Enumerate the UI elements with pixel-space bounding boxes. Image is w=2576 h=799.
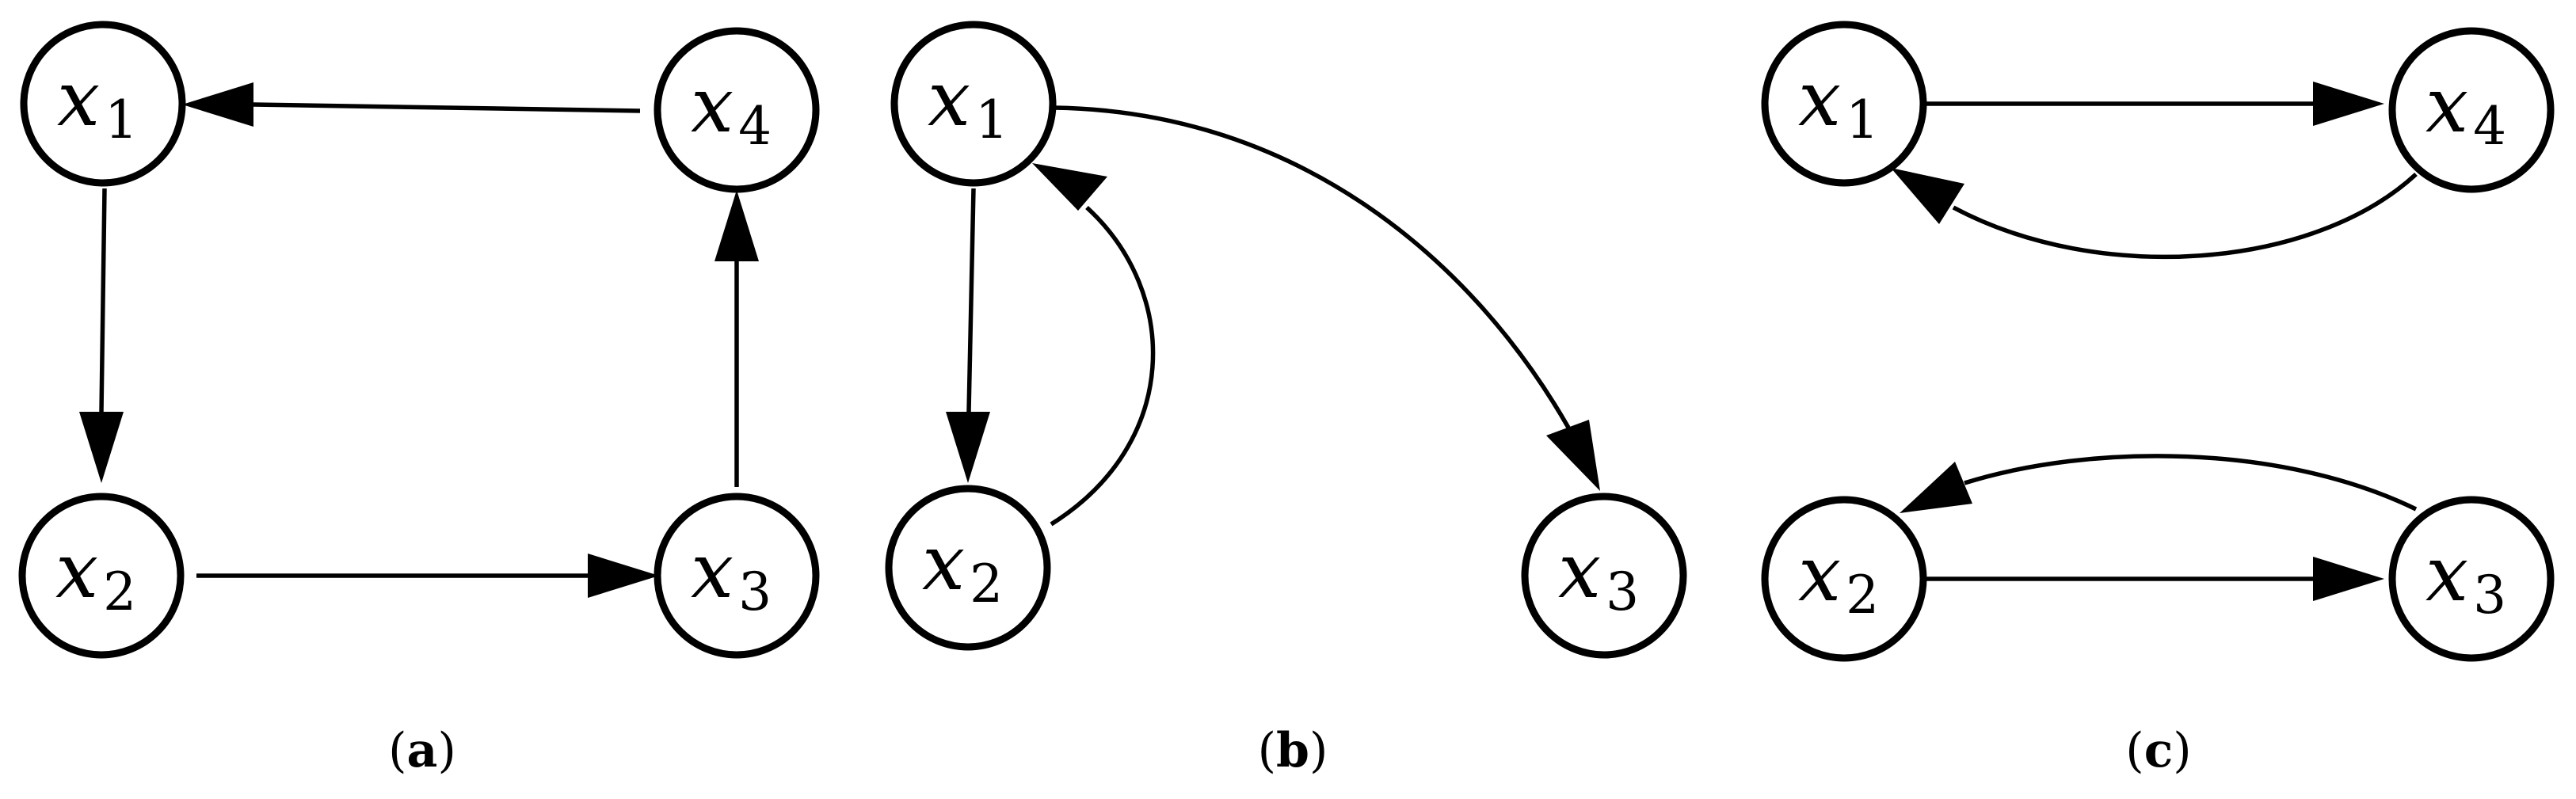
node-b-x2: x2 (885, 485, 1051, 651)
edge-a-x2-x3 (196, 554, 659, 598)
node-label: x2 (55, 527, 136, 622)
caption-b: (b) (1258, 723, 1328, 778)
node-label: x2 (1798, 530, 1879, 626)
node-c-x3: x3 (2388, 496, 2555, 662)
panel-a: x1 x4 x2 x3 (a) (18, 21, 820, 778)
node-label: x3 (1558, 527, 1639, 622)
caption-c: (c) (2125, 723, 2191, 778)
node-b-x3: x3 (1521, 493, 1687, 659)
node-label: x3 (2425, 530, 2506, 626)
panel-b: x1 x2 x3 (b) (885, 21, 1687, 778)
node-label: x2 (922, 519, 1003, 614)
node-c-x1: x1 (1761, 21, 1927, 187)
edge-b-x2-x1 (1032, 163, 1156, 527)
edge-b-x1-x2 (946, 188, 990, 483)
edge-a-x3-x4 (714, 190, 759, 487)
node-a-x2: x2 (18, 493, 185, 659)
node-label: x1 (1798, 55, 1879, 150)
node-a-x4: x4 (654, 27, 820, 193)
edge-c-x1-x4 (1923, 82, 2384, 126)
caption-a: (a) (388, 723, 456, 778)
node-c-x2: x2 (1761, 496, 1927, 662)
edge-a-x4-x1 (182, 82, 641, 127)
edge-a-x1-x2 (79, 188, 124, 483)
edge-c-x2-x3 (1923, 557, 2384, 601)
edge-c-x4-x1 (1891, 168, 2418, 260)
edge-c-x3-x2 (1900, 454, 2418, 513)
node-label: x1 (928, 55, 1008, 150)
edge-b-x1-x3 (1053, 105, 1600, 491)
node-label: x4 (2425, 61, 2506, 157)
node-label: x3 (691, 527, 772, 622)
panel-c: x1 x4 x2 x3 (c) (1761, 21, 2555, 778)
node-label: x1 (57, 55, 138, 150)
node-a-x1: x1 (20, 21, 186, 187)
node-b-x1: x1 (890, 21, 1057, 187)
node-c-x4: x4 (2388, 27, 2555, 193)
node-a-x3: x3 (654, 493, 820, 659)
node-label: x4 (691, 61, 772, 157)
